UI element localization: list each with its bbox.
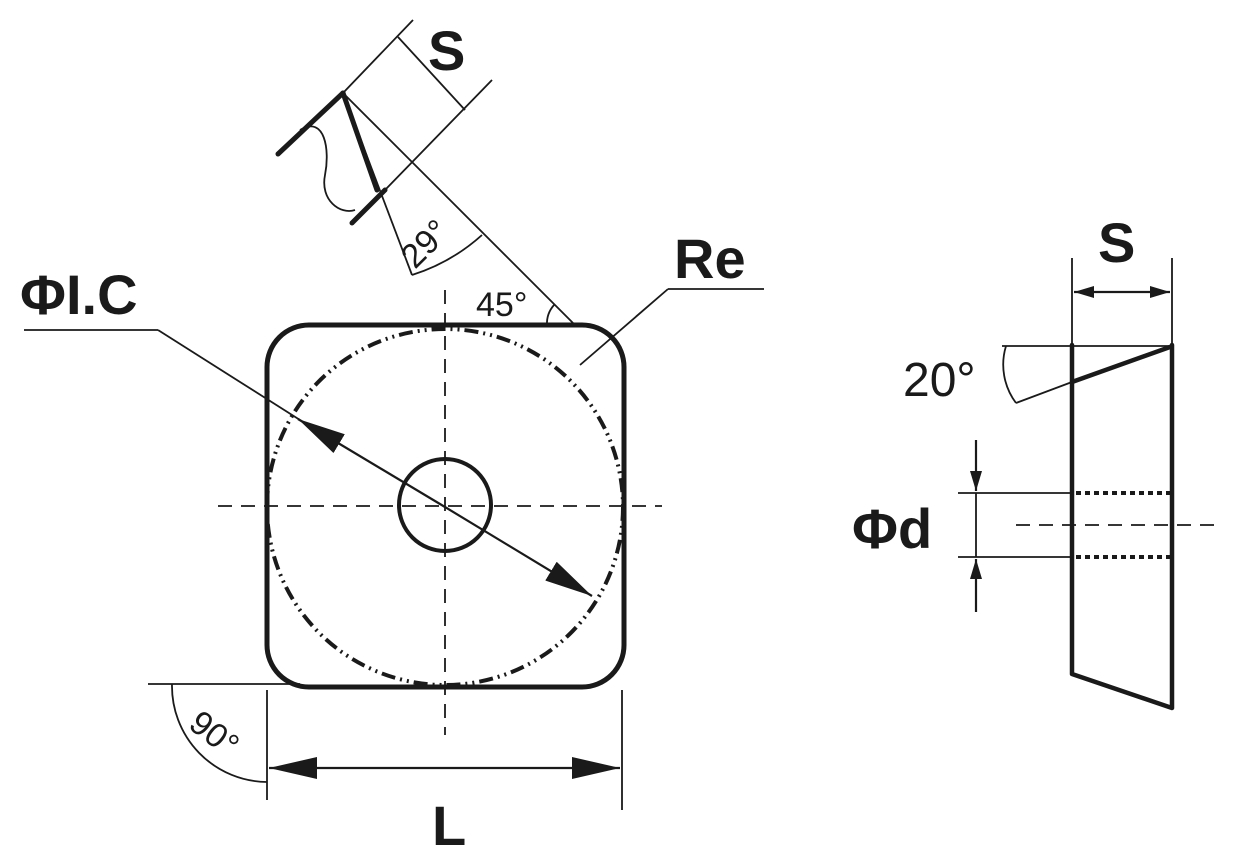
section-top-face bbox=[275, 90, 346, 157]
thickness-top-label: S bbox=[428, 19, 465, 82]
chamfer-angle-label: 20° bbox=[903, 354, 976, 407]
angle-29-extension bbox=[342, 92, 413, 276]
hole-diameter-label: Φd bbox=[852, 497, 932, 560]
side-view: S 20° Φd bbox=[852, 211, 1218, 711]
side-outline bbox=[1069, 342, 1175, 711]
inscribed-circle bbox=[265, 327, 625, 687]
section-bottom-face bbox=[349, 187, 388, 226]
ic-dimension-arrow bbox=[444, 506, 593, 597]
ic-leader-diagonal bbox=[157, 329, 301, 421]
s-dimension-line bbox=[397, 36, 466, 111]
angle-20-arc bbox=[1002, 345, 1017, 404]
corner-angle-label: 45° bbox=[476, 286, 527, 324]
side-chamfer bbox=[1069, 344, 1173, 385]
angle-29-arc bbox=[411, 234, 483, 276]
front-view: ΦI.C Re L 90° 45° bbox=[20, 227, 764, 857]
ic-label: ΦI.C bbox=[20, 263, 138, 326]
section-break-line bbox=[299, 125, 356, 212]
right-angle-label: 90° bbox=[182, 703, 246, 765]
ic-dimension-arrow bbox=[297, 418, 446, 508]
angle-20-extension bbox=[1015, 381, 1073, 404]
angle-45-arc bbox=[546, 304, 555, 326]
re-leader-diagonal bbox=[579, 288, 669, 366]
clearance-section-detail: 29° S bbox=[275, 19, 576, 326]
edge-length-label: L bbox=[432, 794, 466, 857]
section-main-diagonal bbox=[342, 92, 576, 326]
s-extension-bottom bbox=[384, 79, 493, 191]
s-extension-top bbox=[342, 19, 414, 94]
clearance-angle-label: 29° bbox=[394, 212, 457, 275]
corner-radius-label: Re bbox=[674, 227, 746, 290]
angle-90-arc bbox=[171, 683, 268, 783]
thickness-side-label: S bbox=[1098, 211, 1135, 274]
